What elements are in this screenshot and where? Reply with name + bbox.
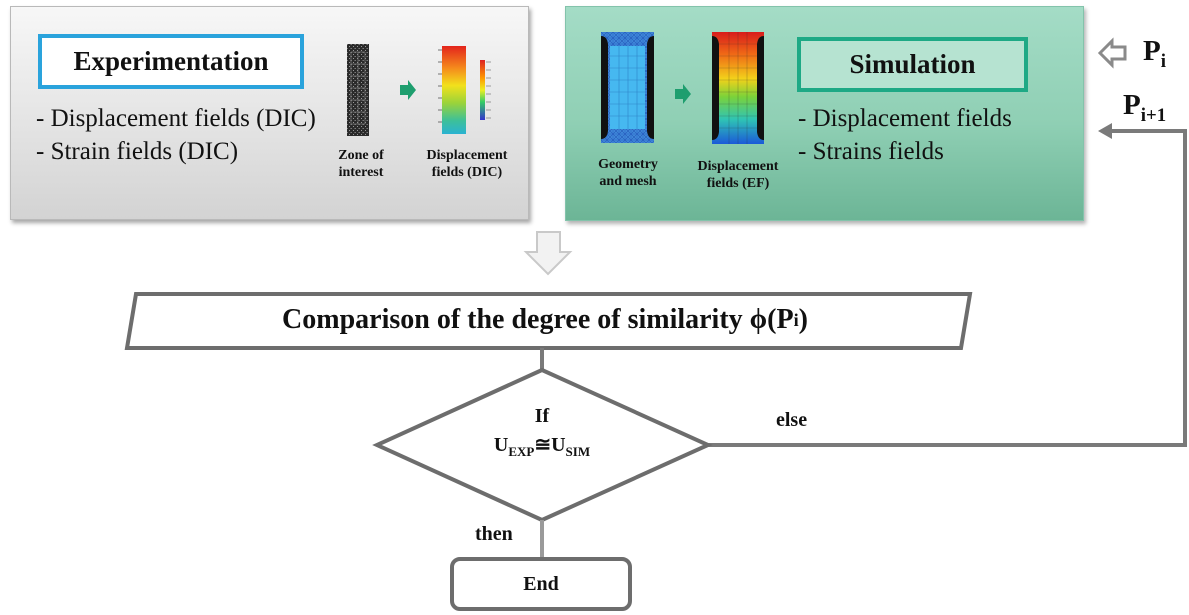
bullet-strain-fields-dic: - Strain fields (DIC)	[36, 138, 239, 165]
comparison-shape	[124, 292, 973, 350]
caption-displacement-ef: Displacement fields (EF)	[684, 158, 792, 192]
comparison-sub: i	[793, 309, 799, 330]
caption-line: Zone of	[338, 148, 384, 163]
end-label: End	[523, 572, 559, 595]
caption-line: interest	[338, 165, 384, 180]
caption-line: fields (DIC)	[431, 165, 503, 180]
caption-line: fields (EF)	[706, 176, 770, 191]
caption-line: Displacement	[697, 159, 779, 174]
caption-geometry-mesh: Geometry and mesh	[582, 156, 674, 190]
simulation-title: Simulation	[797, 37, 1028, 92]
simulation-title-text: Simulation	[849, 49, 976, 79]
caption-displacement-dic: Displacement fields (DIC)	[413, 147, 521, 181]
input-arrow-icon	[1097, 37, 1127, 69]
param-sub: i+1	[1140, 104, 1167, 126]
geometry-mesh-image	[601, 32, 654, 143]
caption-line: and mesh	[599, 174, 657, 189]
if-label: If	[534, 405, 550, 427]
end-box: End	[450, 557, 632, 611]
u-sim-sub: SIM	[565, 444, 591, 459]
bullet-displacement-fields: - Displacement fields	[798, 105, 1012, 132]
param-base: P	[1123, 89, 1141, 121]
arrow-right-icon	[400, 80, 416, 100]
else-loop-line	[708, 129, 1187, 447]
else-label: else	[776, 409, 808, 431]
caption-line: Displacement	[426, 148, 508, 163]
bullet-displacement-fields-dic: - Displacement fields (DIC)	[36, 105, 316, 132]
experimentation-title-text: Experimentation	[73, 46, 269, 76]
bullet-strains-fields: - Strains fields	[798, 138, 944, 165]
dic-displacement-field-image	[438, 46, 491, 134]
param-base: P	[1143, 35, 1161, 67]
comparison-text: Comparison of the degree of similarity ϕ…	[282, 304, 794, 335]
u-exp: U	[493, 434, 509, 456]
caption-zone-of-interest: Zone of interest	[328, 147, 394, 181]
param-pi-label: Pi	[1143, 35, 1166, 73]
param-sub: i	[1160, 50, 1166, 72]
decision-label: If UEXP≅USIM	[440, 405, 644, 460]
approx-symbol: ≅	[534, 434, 552, 456]
arrow-right-icon	[675, 84, 691, 104]
fe-displacement-field-image	[712, 32, 764, 144]
down-arrow-icon	[523, 231, 573, 276]
comparison-label: Comparison of the degree of similarity ϕ…	[125, 292, 965, 348]
zone-of-interest-image	[347, 44, 369, 136]
comparison-close: )	[798, 304, 808, 335]
u-sim: U	[551, 434, 566, 456]
simulation-bullet-list: - Displacement fields - Strains fields	[798, 102, 1078, 168]
experimentation-title: Experimentation	[38, 34, 304, 89]
param-pi1-label: Pi+1	[1123, 89, 1166, 127]
then-label: then	[475, 523, 513, 545]
experimentation-bullet-list: - Displacement fields (DIC) - Strain fie…	[36, 102, 316, 168]
else-loop-arrowhead	[1098, 123, 1112, 139]
condition-label: UEXP≅USIM	[440, 432, 644, 460]
u-exp-sub: EXP	[508, 444, 535, 459]
caption-line: Geometry	[598, 157, 658, 172]
